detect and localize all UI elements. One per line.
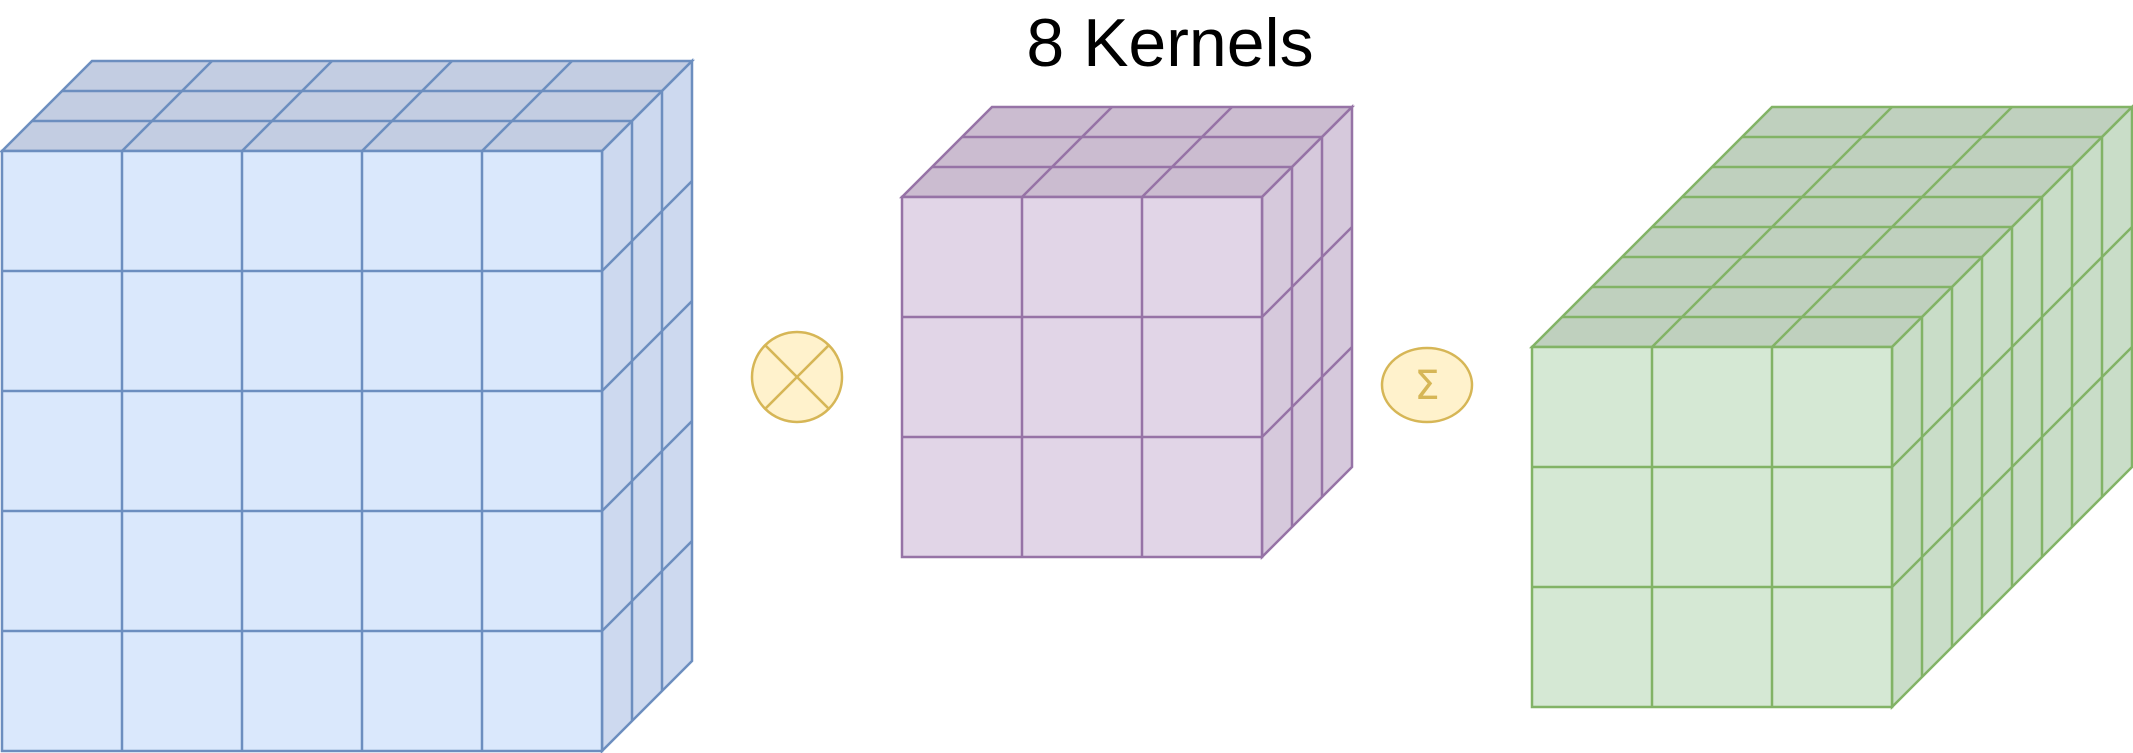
input-cube xyxy=(0,57,696,753)
input-cube-grid xyxy=(2,60,693,751)
sum-icon: Σ xyxy=(1414,363,1439,409)
output-cube xyxy=(1528,104,2133,711)
diagram-title: 8 Kernels xyxy=(1026,5,1314,81)
sum-operator-circle xyxy=(1380,346,1474,424)
output-cube-front-face xyxy=(1530,345,1894,709)
sum-operator: Σ xyxy=(1380,346,1474,424)
kernel-cube-front-face xyxy=(900,195,1264,559)
output-cube-grid xyxy=(1532,106,2133,707)
input-cube-top-face xyxy=(0,59,696,153)
kernel-cube-grid xyxy=(902,106,1353,557)
input-cube-front-face xyxy=(0,149,604,753)
multiply-operator xyxy=(750,330,844,424)
kernel-cube xyxy=(898,103,1356,561)
multiply-icon xyxy=(764,344,830,410)
input-cube-side-face xyxy=(600,57,694,753)
